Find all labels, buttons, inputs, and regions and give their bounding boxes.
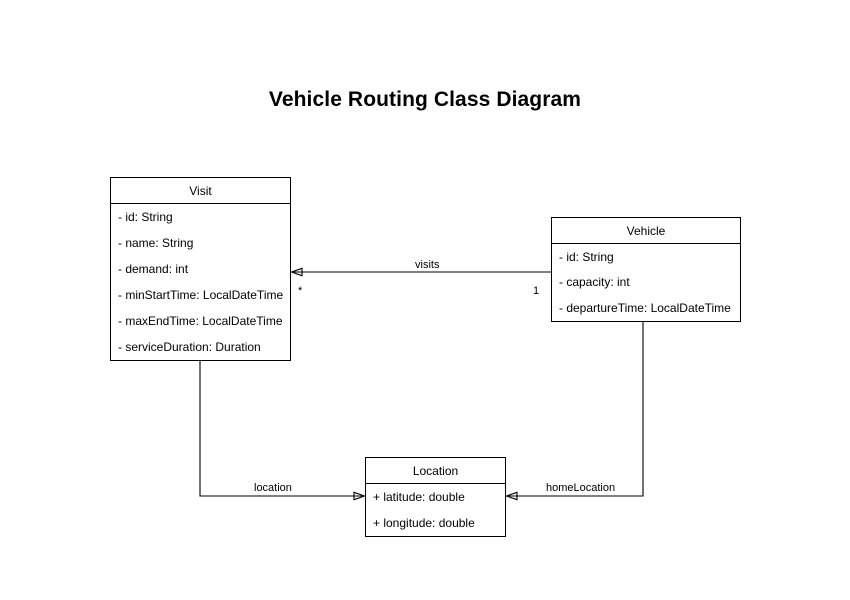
uml-attributes-vehicle: - id: String - capacity: int - departure… <box>552 244 740 321</box>
association-location <box>199 361 367 501</box>
uml-attribute: - departureTime: LocalDateTime <box>559 301 731 316</box>
multiplicity-visits-target: * <box>298 285 303 297</box>
page-title: Vehicle Routing Class Diagram <box>268 88 582 111</box>
uml-attribute: - capacity: int <box>559 275 630 290</box>
uml-attribute: - name: String <box>118 236 194 250</box>
association-label-homelocation: homeLocation <box>546 482 616 494</box>
uml-class-vehicle[interactable]: Vehicle - id: String - capacity: int - d… <box>551 217 741 322</box>
uml-class-name-visit: Visit <box>111 178 290 204</box>
uml-attribute: + latitude: double <box>373 490 465 504</box>
uml-attribute: - demand: int <box>118 262 189 276</box>
uml-attribute: - id: String <box>118 210 173 224</box>
uml-attributes-location: + latitude: double + longitude: double <box>366 484 505 536</box>
uml-attribute: - id: String <box>559 249 614 264</box>
uml-attribute: - maxEndTime: LocalDateTime <box>118 314 283 328</box>
uml-attributes-visit: - id: String - name: String - demand: in… <box>111 204 290 360</box>
uml-class-name-location: Location <box>366 458 505 484</box>
uml-attribute: - minStartTime: LocalDateTime <box>118 288 284 302</box>
uml-class-visit[interactable]: Visit - id: String - name: String - dema… <box>110 177 291 361</box>
uml-class-name-vehicle: Vehicle <box>552 218 740 244</box>
multiplicity-visits-source: 1 <box>533 285 540 297</box>
uml-class-location[interactable]: Location + latitude: double + longitude:… <box>365 457 506 537</box>
uml-attribute: + longitude: double <box>373 516 475 530</box>
association-label-visits: visits <box>415 259 440 271</box>
uml-attribute: - serviceDuration: Duration <box>118 340 261 354</box>
association-homelocation <box>504 322 644 501</box>
association-label-location: location <box>254 482 292 494</box>
